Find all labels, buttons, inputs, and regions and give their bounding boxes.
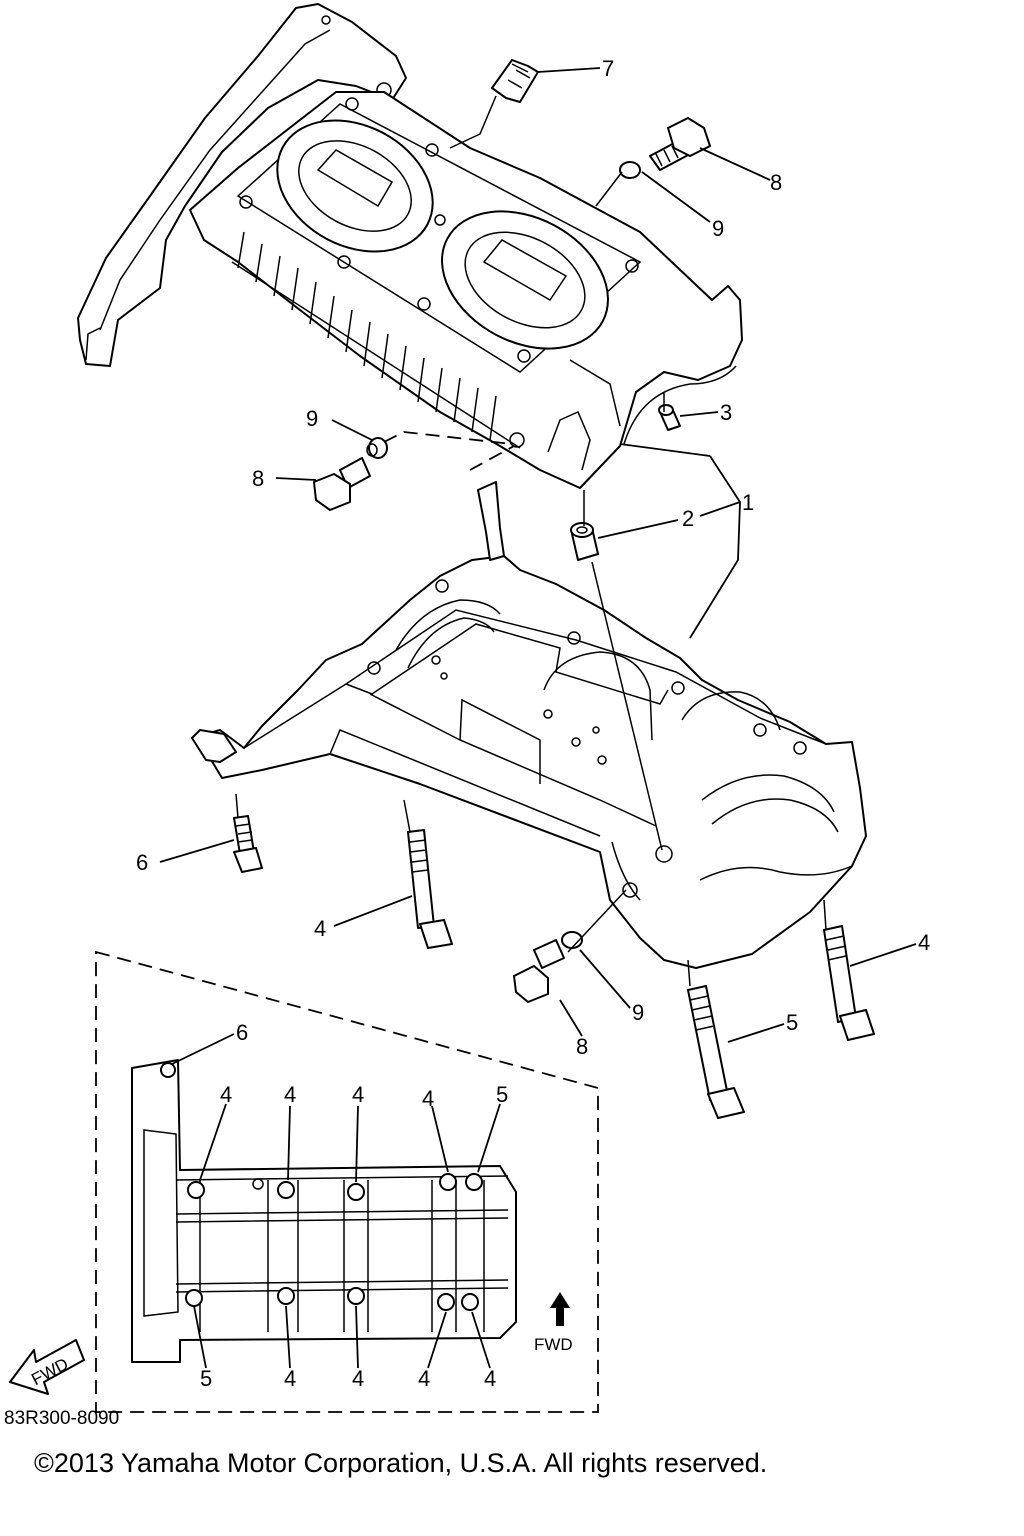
lower-crankcase — [191, 481, 867, 969]
callout-numbers: 7 8 9 9 8 3 2 1 6 4 4 5 9 8 6 4 4 4 4 5 … — [136, 56, 930, 1391]
inset-bottom-view: FWD — [95, 950, 599, 1413]
bolt-8-left — [313, 457, 371, 511]
bolt-4-right — [823, 925, 875, 1041]
bolt-4-left — [407, 829, 453, 949]
fwd-label: FWD — [534, 1335, 573, 1354]
callout-4-left: 4 — [314, 916, 326, 941]
inset-callout-bottom-1: 5 — [200, 1366, 212, 1391]
inset-callout-top-4: 4 — [352, 1082, 364, 1107]
sleeve-2 — [570, 522, 599, 561]
fwd-arrow-icon — [550, 1292, 570, 1326]
washer-9-top — [619, 161, 641, 179]
inset-callout-top-6: 5 — [496, 1082, 508, 1107]
callout-2: 2 — [682, 506, 694, 531]
fwd-badge-arrow-icon — [9, 1339, 85, 1395]
callout-8-bottom: 8 — [576, 1034, 588, 1059]
inset-callout-bottom-3: 4 — [352, 1366, 364, 1391]
callout-9-left: 9 — [306, 406, 318, 431]
dowel-3 — [658, 404, 681, 431]
leader-lines — [159, 67, 917, 1043]
inset-callout-top-3: 4 — [284, 1082, 296, 1107]
stud-7 — [491, 59, 539, 103]
callout-7: 7 — [602, 56, 614, 81]
bolt-8-top — [649, 117, 711, 171]
callout-4-right: 4 — [918, 930, 930, 955]
inset-callout-top-2: 4 — [220, 1082, 232, 1107]
callout-8-top: 8 — [770, 170, 782, 195]
reference-code: 83R300-8090 — [4, 1408, 120, 1429]
inset-callout-top-1: 6 — [236, 1020, 248, 1045]
fasteners — [233, 59, 875, 1119]
bolt-5 — [687, 985, 745, 1119]
inset-callout-bottom-2: 4 — [284, 1366, 296, 1391]
bolt-8-bottom — [513, 939, 565, 1003]
washer-9-left — [366, 437, 388, 459]
inset-callout-top-5: 4 — [422, 1086, 434, 1111]
callout-5: 5 — [786, 1010, 798, 1035]
callout-9-bottom: 9 — [632, 1000, 644, 1025]
upper-crankcase — [77, 3, 743, 489]
fwd-badge: FWD — [9, 1339, 85, 1395]
callout-3: 3 — [720, 400, 732, 425]
callout-1: 1 — [742, 490, 754, 515]
callout-9-top: 9 — [712, 216, 724, 241]
callout-8-left: 8 — [252, 466, 264, 491]
callout-6: 6 — [136, 850, 148, 875]
copyright-notice: ©2013 Yamaha Motor Corporation, U.S.A. A… — [34, 1448, 768, 1478]
inset-callout-bottom-4: 4 — [418, 1366, 430, 1391]
bolt-6 — [233, 815, 263, 873]
inset-callout-bottom-5: 4 — [484, 1366, 496, 1391]
